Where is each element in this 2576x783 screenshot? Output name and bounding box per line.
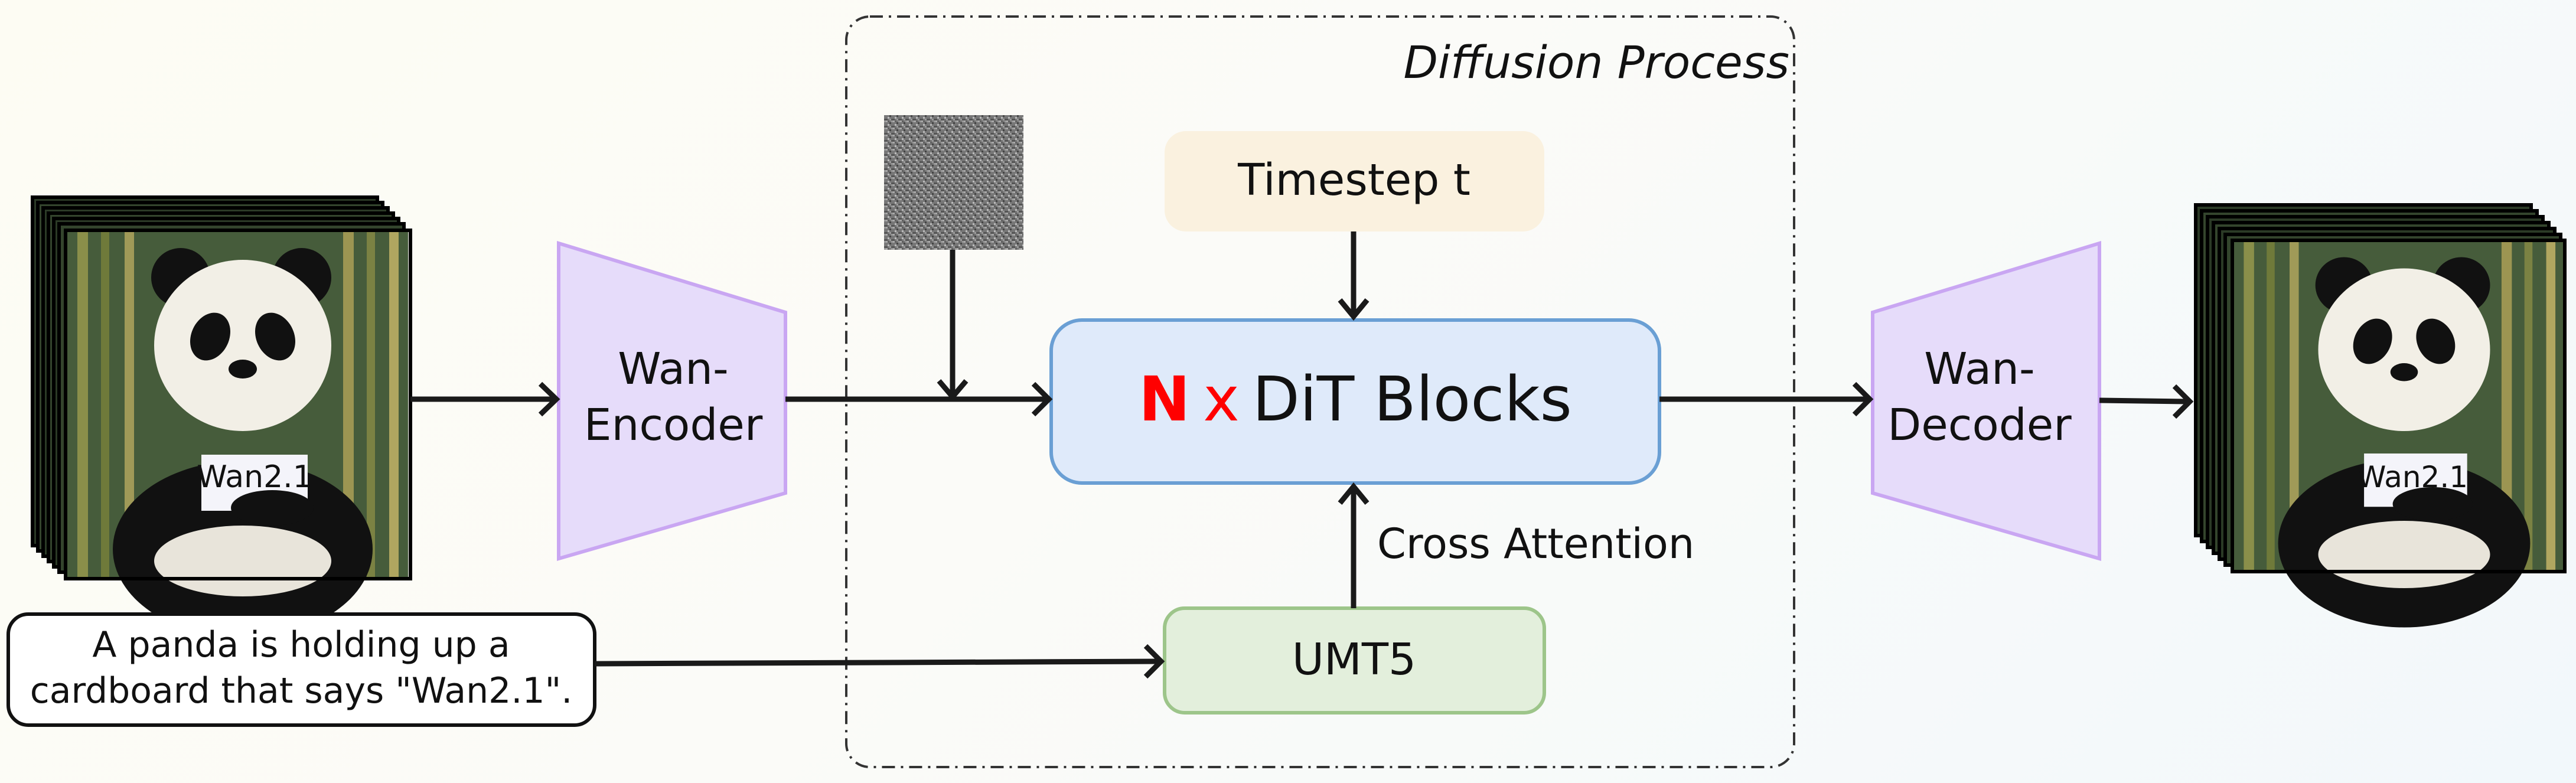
timestep-label: Timestep t bbox=[1237, 155, 1470, 205]
diffusion-process-group bbox=[845, 15, 1795, 768]
timestep-box bbox=[1165, 131, 1544, 231]
input-video-frames: Wan2.1 bbox=[31, 195, 412, 638]
cross-attention-label: Cross Attention bbox=[1377, 520, 1694, 568]
panda-image-icon bbox=[66, 230, 408, 638]
arrow-prompt-to-umt5 bbox=[594, 658, 1162, 667]
encoder-label-line-1: Wan- bbox=[618, 344, 728, 394]
diffusion-process-label: Diffusion Process bbox=[1404, 36, 1790, 89]
dit-label: DiT Blocks bbox=[1253, 363, 1572, 435]
sign-text: Wan2.1 bbox=[197, 459, 312, 495]
dit-count-n: N bbox=[1139, 363, 1190, 435]
arrows bbox=[410, 231, 2194, 679]
prompt-line-2: cardboard that says "Wan2.1". bbox=[30, 670, 573, 712]
encoder-label-line-2: Encoder bbox=[584, 400, 763, 451]
decoder-label-line-1: Wan- bbox=[1924, 344, 2034, 394]
dit-times: x bbox=[1203, 363, 1240, 435]
sign-text: Wan2.1 bbox=[2357, 460, 2468, 494]
wan-decoder bbox=[1871, 240, 2101, 561]
output-video-frames: Wan2.1 bbox=[2194, 203, 2567, 628]
prompt-line-1: A panda is holding up a bbox=[92, 624, 510, 665]
panda-image-icon bbox=[2232, 240, 2565, 628]
prompt-box bbox=[6, 612, 596, 727]
wan-encoder bbox=[557, 240, 787, 561]
arrow-decoder-to-output bbox=[2099, 397, 2189, 404]
decoder-label-line-2: Decoder bbox=[1887, 400, 2072, 451]
noise-patch-icon bbox=[884, 115, 1023, 250]
umt5-label: UMT5 bbox=[1292, 634, 1416, 685]
